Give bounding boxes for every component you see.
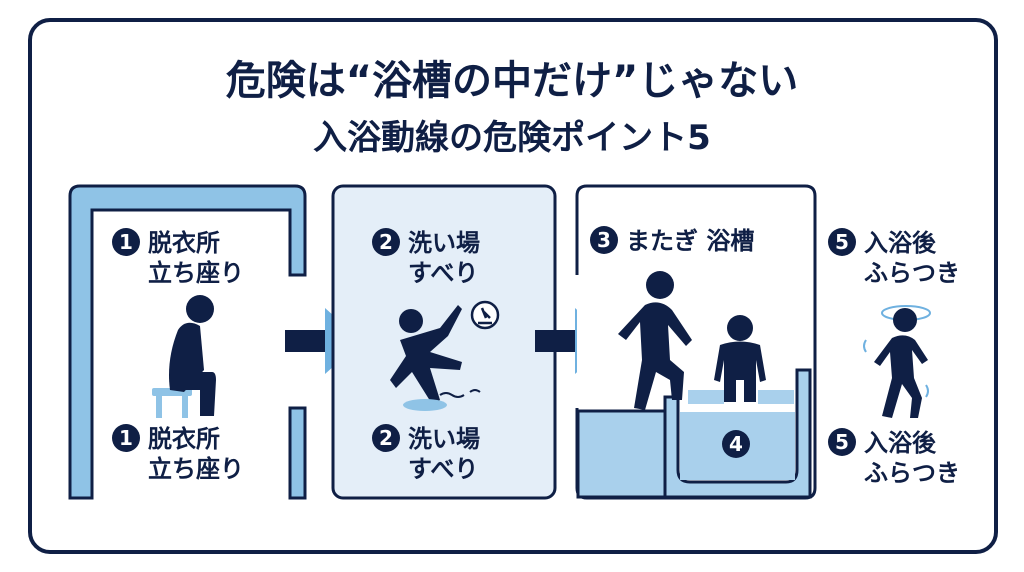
step-text: すべり xyxy=(408,259,479,287)
bathing-person-icon xyxy=(714,315,766,402)
step3-label: 3 またぎ 浴槽 xyxy=(590,226,754,256)
step-number-badge: 2 xyxy=(372,424,400,452)
panel-bathtub xyxy=(575,184,817,500)
sitting-person-icon xyxy=(152,295,216,418)
step-text: 脱衣所 xyxy=(148,229,220,257)
step-number-badge: 1 xyxy=(112,424,140,452)
step2-label-top: 2 洗い場すべり xyxy=(372,228,480,288)
step4-badge: 4 xyxy=(722,430,758,460)
step-text: 入浴後 xyxy=(864,429,936,457)
step-text: 立ち座り xyxy=(148,259,244,287)
step-text: 入浴後 xyxy=(864,229,936,257)
step-text: 洗い場 xyxy=(408,229,480,257)
step2-label-bottom: 2 洗い場すべり xyxy=(372,424,480,484)
panel-dressing-room xyxy=(68,184,307,500)
stepping-person-icon xyxy=(618,271,692,410)
step1-label-top: 1 脱衣所立ち座り xyxy=(112,228,244,288)
title-line1: 危険は“浴槽の中だけ”じゃない xyxy=(225,58,799,104)
step-number-badge: 5 xyxy=(828,228,856,256)
step-text: 脱衣所 xyxy=(148,425,220,453)
step-number-badge: 2 xyxy=(372,228,400,256)
dizzy-person-icon xyxy=(863,305,931,418)
outer-frame xyxy=(28,18,998,554)
step-number-badge: 1 xyxy=(112,228,140,256)
step-text: すべり xyxy=(408,455,479,483)
step-text: 洗い場 xyxy=(408,425,480,453)
step-number-badge: 4 xyxy=(722,430,750,458)
step-number-badge: 5 xyxy=(828,428,856,456)
step-number-badge: 3 xyxy=(590,226,618,254)
step-text: ふらつき xyxy=(864,259,960,287)
step1-label-bottom: 1 脱衣所立ち座り xyxy=(112,424,244,484)
step-text: またぎ 浴槽 xyxy=(626,227,755,255)
title-line2: 入浴動線の危険ポイント5 xyxy=(313,118,711,158)
step5-label-bottom: 5 入浴後ふらつき xyxy=(828,428,960,488)
slipping-person-icon xyxy=(390,305,481,411)
step-text: 立ち座り xyxy=(148,455,244,483)
slip-warning-icon xyxy=(470,300,500,330)
step-text: ふらつき xyxy=(864,459,960,487)
step5-label-top: 5 入浴後ふらつき xyxy=(828,228,960,288)
